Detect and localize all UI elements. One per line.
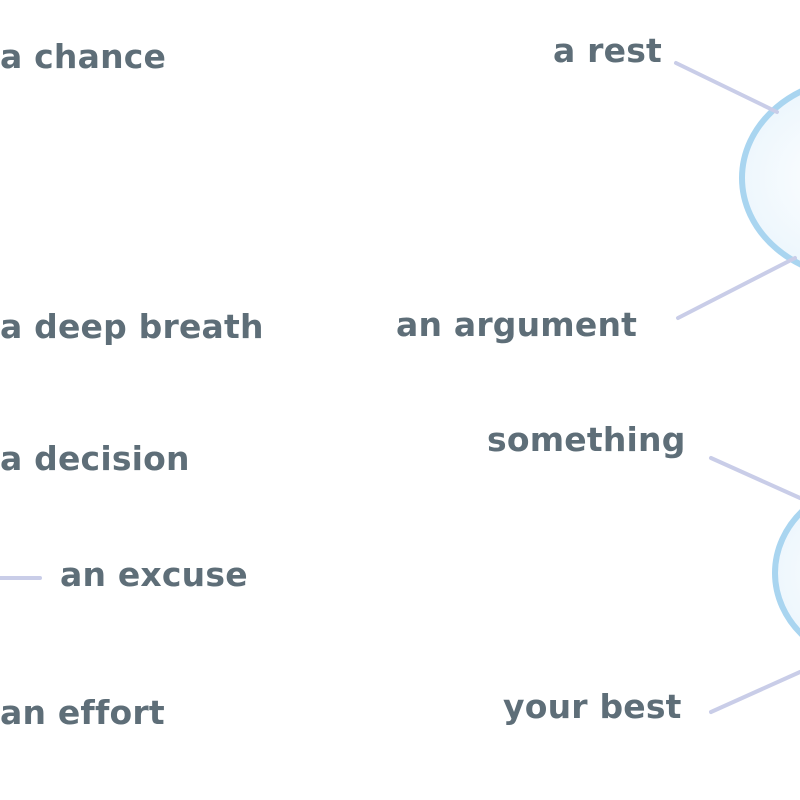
label-an-effort: an effort: [0, 693, 165, 732]
label-an-excuse: an excuse: [60, 555, 248, 594]
label-a-decision: a decision: [0, 439, 190, 478]
hub-bubble-bottom: [772, 509, 800, 637]
connector-a-rest: [674, 61, 779, 114]
connector-something: [709, 456, 800, 500]
label-a-deep-breath: a deep breath: [0, 307, 264, 346]
connector-an-argument: [676, 256, 797, 320]
label-something: something: [487, 420, 686, 459]
label-your-best: your best: [503, 687, 682, 726]
connector-your-best: [709, 670, 800, 714]
label-an-argument: an argument: [396, 305, 638, 344]
hub-bubble-top: [739, 88, 800, 268]
label-a-rest: a rest: [553, 31, 663, 70]
label-a-chance: a chance: [0, 37, 167, 76]
